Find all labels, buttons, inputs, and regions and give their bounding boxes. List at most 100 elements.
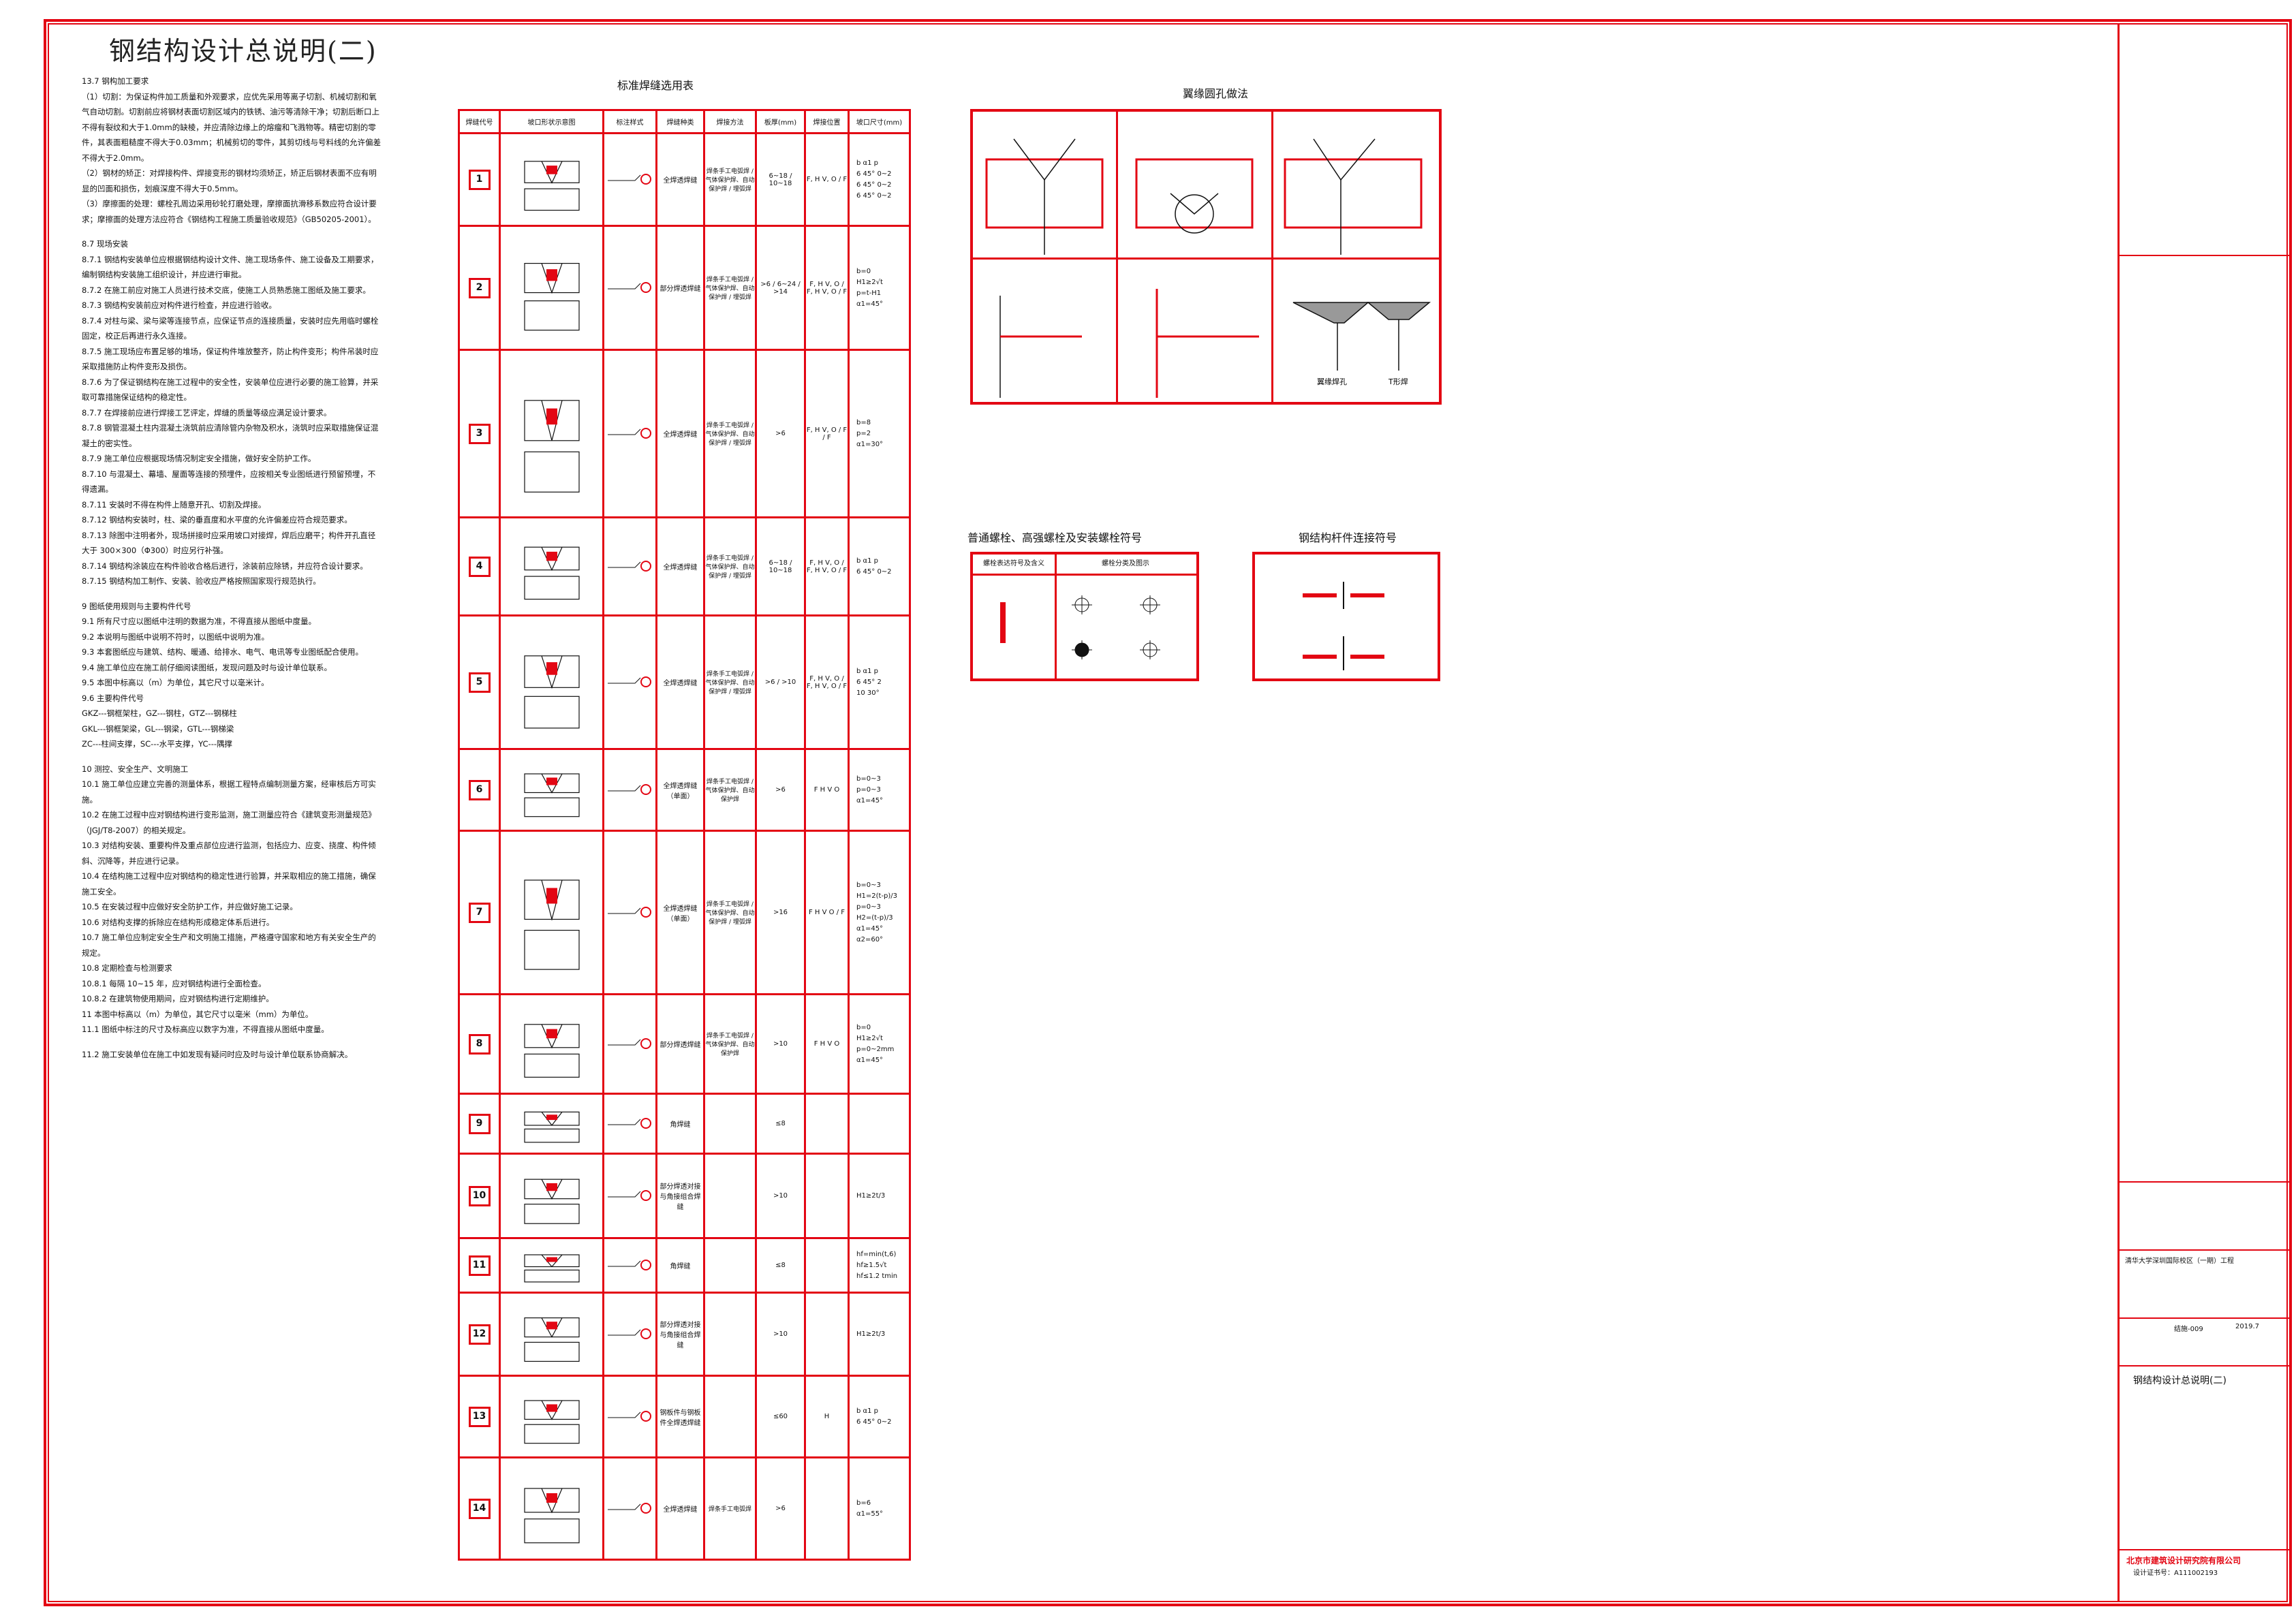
header-cell: 焊接位置 [804, 109, 850, 134]
groove-sketch [523, 546, 580, 600]
weld-symbol [607, 1503, 651, 1514]
groove-sketch-cell [499, 748, 604, 832]
groove-param: b α1 p [856, 557, 879, 565]
note-line: 11.2 施工安装单位在施工中如发现有疑问时应及时与设计单位联系协商解决。 [82, 1049, 353, 1059]
groove-param: b=0~3 [856, 881, 881, 889]
groove-sketch-cell [499, 225, 604, 351]
weld-symbol [607, 1190, 651, 1201]
groove-param: α1=30° [856, 440, 884, 448]
weld-kind-cell: 钢板件与钢板件全焊透焊缝 [655, 1375, 705, 1458]
weld-position-cell [804, 1292, 850, 1377]
weld-method-cell: 焊条手工电弧焊 / 气体保护焊、自动保护焊 / 埋弧焊 [703, 614, 757, 750]
weld-code-cell: 5 [458, 614, 501, 750]
groove-param: α2=60° [856, 935, 884, 943]
panel-divider [1055, 574, 1057, 678]
note-line: 9.6 主要构件代号 [82, 693, 144, 703]
note-line: 9 图纸使用规则与主要构件代号 [82, 601, 191, 611]
weld-kind-cell: 全焊透焊缝 [655, 132, 705, 227]
weld-kind-cell: 全焊透焊缝（单面） [655, 830, 705, 995]
weld-code-cell: 13 [458, 1375, 501, 1458]
weld-method-cell [703, 1153, 757, 1239]
weld-symbol [607, 282, 651, 293]
weld-symbol [607, 1038, 651, 1049]
weld-kind-cell: 全焊透焊缝 [655, 1456, 705, 1561]
groove-param: H1≥2√t [856, 278, 883, 286]
note-line: 8.7.11 安装时不得在构件上随意开孔、切割及焊接。 [82, 499, 266, 510]
note-line: 11 本图中标高以（m）为单位，其它尺寸以毫米（mm）为单位。 [82, 1009, 313, 1019]
groove-param: b α1 p [856, 667, 879, 675]
plate-thickness-cell: 6~18 / 10~18 [755, 516, 806, 616]
weld-method-cell: 焊条手工电弧焊 / 气体保护焊、自动保护焊 / 埋弧焊 [703, 830, 757, 995]
design-cert: 设计证书号：A111002193 [2133, 1570, 2218, 1577]
groove-param: p=0~3 [856, 785, 881, 794]
groove-param: b=8 [856, 418, 871, 426]
plate-thickness-cell: >6 [755, 349, 806, 518]
weld-code-badge: 4 [468, 556, 491, 577]
groove-param: H1=2(t-p)/3 [856, 892, 898, 900]
groove-param: 6 45° 0~2 [856, 1418, 892, 1426]
connection-symbols [1303, 582, 1384, 670]
weld-table-title: 标准焊缝选用表 [617, 79, 694, 92]
weld-symbol-cell [602, 1375, 657, 1458]
plate-thickness-cell: >16 [755, 830, 806, 995]
tb-drawing-no-row: 结施-009 2019.7 [2120, 1317, 2290, 1339]
weld-method-cell: 焊条手工电弧焊 / 气体保护焊、自动保护焊 / 埋弧焊 [703, 349, 757, 518]
note-line: 8.7.13 除图中注明者外，现场拼接时应采用坡口对接焊，焊后应磨平；构件开孔直… [82, 530, 376, 556]
weld-kind-cell: 全焊透焊缝（单面） [655, 748, 705, 832]
weld-symbol-cell [602, 1292, 657, 1377]
weld-symbol [607, 561, 651, 572]
note-line: 8.7.10 与混凝土、幕墙、屋面等连接的预埋件，应按相关专业图纸进行预留预埋，… [82, 469, 376, 495]
groove-sketch [523, 1178, 580, 1224]
groove-param: hf≥1.5√t [856, 1261, 887, 1269]
weld-symbol [607, 1118, 651, 1129]
groove-sketch [523, 1024, 580, 1078]
weld-code-cell: 12 [458, 1292, 501, 1377]
note-line: （3）摩擦面的处理：螺栓孔周边采用砂轮打磨处理，摩擦面抗滑移系数应符合设计要求；… [82, 199, 377, 224]
weld-position-cell: F, H V, O / F, H V, O / F [804, 516, 850, 616]
note-line: 8.7.3 钢结构安装前应对构件进行检查，并应进行验收。 [82, 300, 277, 310]
hole-label-1: 翼缘焊孔 [1317, 377, 1347, 386]
groove-param: b=0 [856, 1023, 871, 1031]
connection-symbol-panel [1252, 552, 1440, 681]
note-line: 9.2 本说明与图纸中说明不符时，以图纸中说明为准。 [82, 631, 269, 642]
weld-position-cell [804, 1456, 850, 1561]
drawing-number: 结施-009 [2174, 1326, 2203, 1333]
weld-method-cell [703, 1375, 757, 1458]
groove-size-cell: H1≥2t/3 [848, 1292, 911, 1377]
weld-symbol-cell [602, 993, 657, 1095]
groove-param: p=0~2mm [856, 1045, 895, 1053]
weld-symbol-cell [602, 830, 657, 995]
note-line: 8.7.4 对柱与梁、梁与梁等连接节点，应保证节点的连接质量，安装时应先用临时螺… [82, 315, 379, 341]
groove-sketch-cell [499, 614, 604, 750]
weld-code-badge: 6 [468, 779, 491, 800]
header-cell: 板厚(mm) [755, 109, 806, 134]
panel-divider [1271, 112, 1273, 402]
plate-thickness-cell: >10 [755, 1153, 806, 1239]
note-line: 8.7.7 在焊接前应进行焊接工艺评定，焊缝的质量等级应满足设计要求。 [82, 407, 332, 418]
weld-symbol-cell [602, 516, 657, 616]
groove-sketch-cell [499, 1237, 604, 1294]
groove-sketch [523, 773, 580, 817]
weld-kind-cell: 部分焊透焊缝 [655, 225, 705, 351]
weld-symbol [607, 1260, 651, 1270]
weld-code-badge: 5 [468, 672, 491, 693]
weld-code-badge: 10 [468, 1185, 491, 1206]
weld-position-cell: F H V O / F [804, 830, 850, 995]
groove-sketch [523, 1488, 580, 1544]
note-line: 8.7.15 钢结构加工制作、安装、验收应严格按照国家现行规范执行。 [82, 576, 321, 586]
weld-code-cell: 6 [458, 748, 501, 832]
header-cell: 焊缝种类 [655, 109, 705, 134]
tb-drawing-name-row: 钢结构设计总说明(二) [2120, 1365, 2290, 1394]
groove-param: p=0~3 [856, 903, 881, 911]
weld-symbol [607, 676, 651, 687]
weld-position-cell [804, 1237, 850, 1294]
note-line: 10.1 施工单位应建立完善的测量体系，根据工程特点编制测量方案，经审核后方可实… [82, 779, 376, 805]
groove-param: 6 45° 0~2 [856, 170, 892, 178]
weld-code-badge: 11 [468, 1255, 491, 1276]
